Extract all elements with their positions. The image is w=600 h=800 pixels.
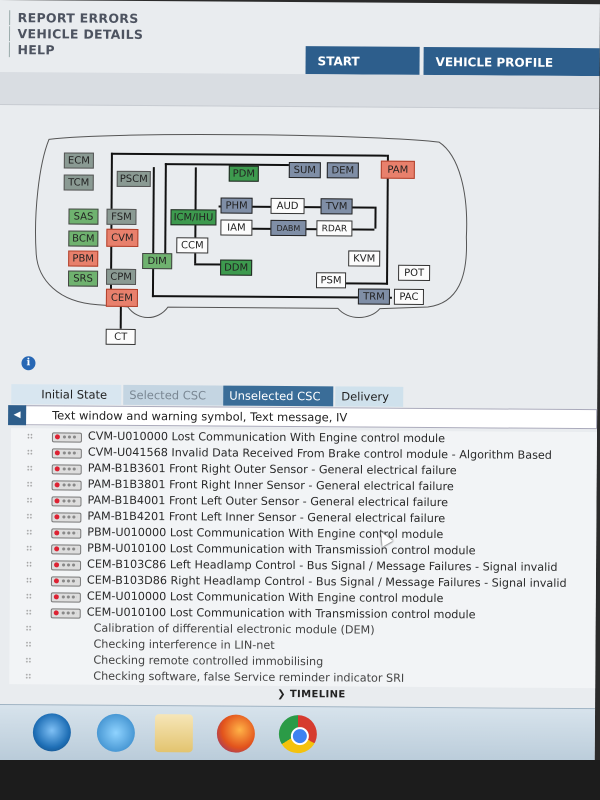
grip-icon bbox=[26, 545, 33, 552]
grip-icon bbox=[25, 625, 32, 632]
dtc-status-icon bbox=[51, 560, 82, 571]
module-bcm[interactable]: BCM bbox=[68, 230, 99, 247]
selected-item-header: ◀ Text window and warning symbol, Text m… bbox=[8, 405, 598, 430]
grip-icon bbox=[25, 641, 32, 648]
grip-icon bbox=[26, 433, 33, 440]
module-sas[interactable]: SAS bbox=[68, 208, 99, 225]
module-cpm[interactable]: CPM bbox=[106, 268, 137, 285]
start-orb-icon[interactable] bbox=[32, 713, 72, 752]
chrome-icon[interactable] bbox=[278, 714, 318, 754]
module-phm[interactable]: PHM bbox=[220, 197, 253, 214]
car-outline bbox=[35, 133, 468, 319]
module-fsm[interactable]: FSM bbox=[106, 208, 137, 225]
grip-icon bbox=[26, 449, 33, 456]
dtc-status-icon bbox=[50, 608, 81, 619]
grip-icon bbox=[25, 673, 32, 680]
list-tab-bar: Initial State Selected CSC Unselected CS… bbox=[11, 384, 597, 408]
dtc-status-icon bbox=[51, 464, 82, 475]
grip-icon bbox=[26, 481, 33, 488]
dtc-status-icon bbox=[51, 528, 82, 539]
bus-line bbox=[374, 206, 377, 229]
module-cvm[interactable]: CVM bbox=[106, 228, 139, 247]
module-ddm[interactable]: DDM bbox=[220, 259, 253, 276]
internet-explorer-icon[interactable] bbox=[96, 713, 136, 752]
module-ccm[interactable]: CCM bbox=[176, 237, 209, 254]
grip-icon bbox=[26, 513, 33, 520]
bus-line bbox=[119, 306, 122, 329]
module-aud[interactable]: AUD bbox=[270, 197, 305, 215]
top-menu: REPORT ERRORS VEHICLE DETAILS HELP bbox=[6, 10, 144, 59]
firefox-icon[interactable] bbox=[216, 714, 256, 753]
dtc-status-icon bbox=[51, 480, 82, 491]
module-tvm[interactable]: TVM bbox=[320, 198, 353, 215]
module-dim[interactable]: DIM bbox=[142, 252, 173, 270]
taskbar bbox=[0, 703, 596, 765]
grip-icon bbox=[25, 609, 32, 616]
module-cem[interactable]: CEM bbox=[105, 288, 138, 307]
dtc-status-icon bbox=[50, 576, 81, 587]
module-pbm[interactable]: PBM bbox=[68, 250, 99, 267]
header-text: Text window and warning symbol, Text mes… bbox=[52, 408, 348, 425]
menu-report-errors[interactable]: REPORT ERRORS bbox=[6, 10, 144, 27]
module-psm[interactable]: PSM bbox=[315, 272, 347, 289]
module-pdm[interactable]: PDM bbox=[228, 165, 259, 182]
tab-delivery[interactable]: Delivery bbox=[335, 386, 404, 407]
footer-bar: ❯ TIMELINE bbox=[45, 686, 585, 704]
module-tcm[interactable]: TCM bbox=[63, 174, 94, 191]
module-icm-ihu[interactable]: ICM/IHU bbox=[170, 209, 217, 226]
module-pac[interactable]: PAC bbox=[393, 288, 424, 305]
module-pam[interactable]: PAM bbox=[380, 160, 415, 179]
menu-help[interactable]: HELP bbox=[6, 42, 144, 59]
module-dem[interactable]: DEM bbox=[326, 162, 359, 179]
module-ct[interactable]: CT bbox=[105, 328, 136, 345]
grip-icon bbox=[26, 497, 33, 504]
dtc-status-icon bbox=[51, 544, 82, 555]
vehicle-network-diagram: ECM TCM PSCM PDM SUM DEM PAM SAS FSM BCM… bbox=[0, 104, 599, 358]
grip-icon bbox=[26, 465, 33, 472]
tab-selected-csc[interactable]: Selected CSC bbox=[123, 384, 232, 406]
application-window: REPORT ERRORS VEHICLE DETAILS HELP START… bbox=[0, 0, 600, 764]
grip-icon bbox=[26, 529, 33, 536]
error-list: CVM-U010000 Lost Communication With Engi… bbox=[9, 428, 597, 689]
module-pot[interactable]: POT bbox=[398, 264, 431, 282]
dtc-status-icon bbox=[51, 432, 82, 443]
file-explorer-icon[interactable] bbox=[154, 714, 194, 753]
tab-initial-state[interactable]: Initial State bbox=[11, 384, 122, 405]
info-icon[interactable]: i bbox=[21, 356, 36, 371]
grip-icon bbox=[25, 577, 32, 584]
module-dabm[interactable]: DABM bbox=[270, 219, 307, 237]
dtc-status-icon bbox=[51, 448, 82, 459]
toolbar-strip bbox=[0, 71, 600, 110]
monitor-bezel bbox=[0, 760, 600, 800]
grip-icon bbox=[25, 657, 32, 664]
dtc-status-icon bbox=[51, 496, 82, 507]
bus-line bbox=[194, 263, 223, 266]
tab-vehicle-profile[interactable]: VEHICLE PROFILE bbox=[423, 46, 600, 77]
tab-unselected-csc[interactable]: Unselected CSC bbox=[223, 385, 334, 407]
module-pscm[interactable]: PSCM bbox=[116, 170, 151, 188]
module-sum[interactable]: SUM bbox=[288, 162, 321, 179]
list-item[interactable]: Checking software, false Service reminde… bbox=[9, 668, 595, 688]
dtc-status-icon bbox=[50, 592, 81, 603]
dtc-status-icon bbox=[51, 512, 82, 523]
module-kvm[interactable]: KVM bbox=[348, 250, 381, 267]
module-srs[interactable]: SRS bbox=[68, 270, 99, 287]
module-iam[interactable]: IAM bbox=[220, 219, 253, 236]
module-trm[interactable]: TRM bbox=[357, 288, 390, 305]
grip-icon bbox=[26, 561, 33, 568]
module-rdar[interactable]: RDAR bbox=[316, 220, 353, 237]
timeline-link[interactable]: ❯ TIMELINE bbox=[277, 688, 346, 701]
tab-start[interactable]: START bbox=[305, 46, 420, 75]
module-ecm[interactable]: ECM bbox=[63, 152, 94, 169]
collapse-arrow-icon[interactable]: ◀ bbox=[8, 405, 27, 426]
top-tab-bar: START VEHICLE PROFILE bbox=[305, 46, 600, 77]
grip-icon bbox=[25, 593, 32, 600]
menu-vehicle-details[interactable]: VEHICLE DETAILS bbox=[6, 26, 144, 43]
